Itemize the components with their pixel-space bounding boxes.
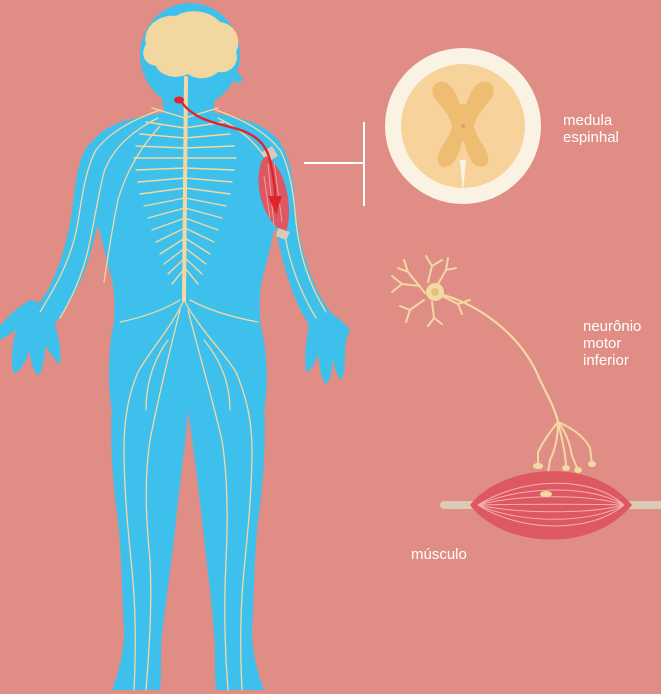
motor-origin-dot bbox=[174, 97, 184, 104]
neuron-label-line-3: inferior bbox=[583, 352, 641, 369]
spinal-cord-cross-section-icon bbox=[385, 48, 541, 204]
neuron-label-line-1: neurônio bbox=[583, 318, 641, 335]
spinal-cord-label-line-1: medula bbox=[563, 112, 619, 129]
neuron-label: neurônio motor inferior bbox=[583, 318, 641, 369]
neuron-label-line-2: motor bbox=[583, 335, 641, 352]
spinal-cord-label-line-2: espinhal bbox=[563, 129, 619, 146]
spinal-cord-label: medula espinhal bbox=[563, 112, 619, 146]
muscle-label: músculo bbox=[411, 546, 467, 563]
